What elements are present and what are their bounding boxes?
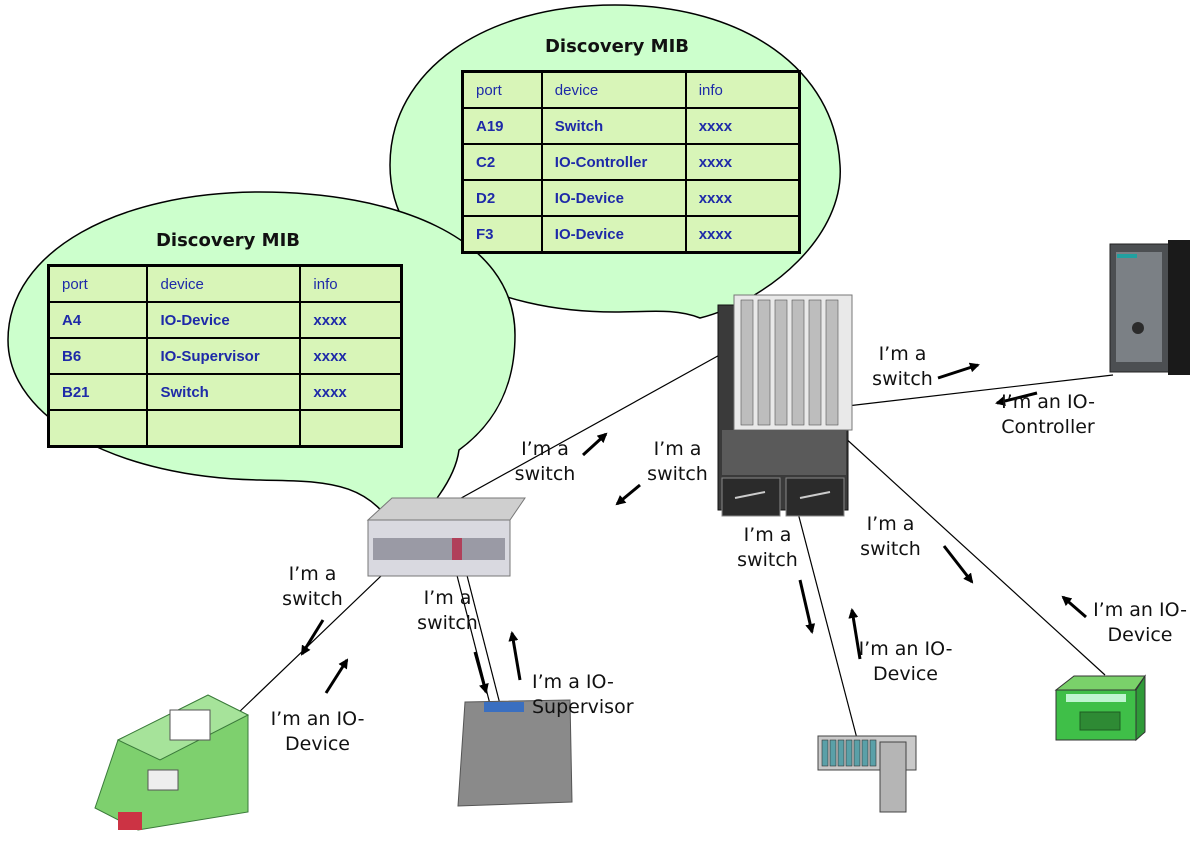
table-cell: IO-Device bbox=[540, 179, 687, 217]
table-cell: D2 bbox=[461, 179, 543, 217]
table-cell: xxxx bbox=[684, 107, 801, 145]
table-cell: Switch bbox=[540, 107, 687, 145]
message-label-main-to-controller: I’m a switch bbox=[872, 343, 933, 390]
mib-upper-table: port device info A19 Switch xxxx C2 IO-C… bbox=[461, 70, 801, 254]
table-header-cell: port bbox=[461, 70, 543, 109]
rack-switch bbox=[366, 497, 526, 577]
table-cell: xxxx bbox=[684, 215, 801, 254]
io-controller-device bbox=[1109, 240, 1190, 375]
mib-lower-title: Discovery MIB bbox=[155, 230, 300, 251]
table-cell: xxxx bbox=[299, 373, 403, 411]
table-cell: IO-Device bbox=[540, 215, 687, 254]
message-label-main-to-device-mid: I’m a switch bbox=[737, 524, 798, 571]
table-cell: B6 bbox=[47, 337, 149, 375]
table-cell bbox=[47, 409, 149, 448]
table-cell: F3 bbox=[461, 215, 543, 254]
table-row: C2 IO-Controller xxxx bbox=[461, 143, 801, 181]
table-row: A4 IO-Device xxxx bbox=[47, 301, 403, 339]
table-cell bbox=[146, 409, 302, 448]
table-header-cell: info bbox=[684, 70, 801, 109]
table-header-cell: device bbox=[540, 70, 687, 109]
message-label-main-to-device-right: I’m a switch bbox=[860, 513, 921, 560]
table-cell: IO-Controller bbox=[540, 143, 687, 181]
table-row: B6 IO-Supervisor xxxx bbox=[47, 337, 403, 375]
table-row: D2 IO-Device xxxx bbox=[461, 179, 801, 217]
table-header-row: port device info bbox=[461, 70, 801, 109]
table-header-row: port device info bbox=[47, 264, 403, 303]
table-cell: B21 bbox=[47, 373, 149, 411]
table-row: B21 Switch xxxx bbox=[47, 373, 403, 411]
table-row bbox=[47, 409, 403, 448]
table-cell: IO-Device bbox=[146, 301, 302, 339]
message-label-switch-to-device-left: I’m a switch bbox=[282, 563, 343, 610]
io-supervisor-device bbox=[457, 699, 573, 807]
table-header-cell: info bbox=[299, 264, 403, 303]
message-label-controller-reply: I’m an IO-Controller bbox=[1001, 391, 1095, 438]
message-label-supervisor-reply: I’m a IO-Supervisor bbox=[532, 671, 634, 718]
io-device-left bbox=[94, 694, 250, 831]
table-cell: A4 bbox=[47, 301, 149, 339]
table-cell: Switch bbox=[146, 373, 302, 411]
table-cell: IO-Supervisor bbox=[146, 337, 302, 375]
message-label-switch-to-main: I’m a switch bbox=[514, 438, 576, 485]
message-arrows bbox=[300, 362, 1087, 694]
table-cell: A19 bbox=[461, 107, 543, 145]
table-row: A19 Switch xxxx bbox=[461, 107, 801, 145]
table-cell: xxxx bbox=[299, 301, 403, 339]
table-cell: xxxx bbox=[299, 337, 403, 375]
modular-switch bbox=[717, 294, 853, 517]
message-label-device-right-reply: I’m an IO-Device bbox=[1093, 599, 1187, 646]
table-cell: xxxx bbox=[684, 179, 801, 217]
table-cell bbox=[299, 409, 403, 448]
mib-upper-title: Discovery MIB bbox=[544, 36, 689, 57]
io-device-middle bbox=[817, 735, 917, 813]
table-cell: xxxx bbox=[684, 143, 801, 181]
io-device-right bbox=[1054, 674, 1146, 742]
table-header-cell: device bbox=[146, 264, 302, 303]
message-label-switch-to-supervisor: I’m a switch bbox=[417, 587, 478, 634]
message-label-device-mid-reply: I’m an IO-Device bbox=[858, 638, 953, 685]
message-label-device-left-reply: I’m an IO-Device bbox=[270, 708, 365, 755]
mib-lower-table: port device info A4 IO-Device xxxx B6 IO… bbox=[47, 264, 403, 448]
table-row: F3 IO-Device xxxx bbox=[461, 215, 801, 254]
table-header-cell: port bbox=[47, 264, 149, 303]
message-label-main-to-switch: I’m a switch bbox=[647, 438, 708, 485]
table-cell: C2 bbox=[461, 143, 543, 181]
